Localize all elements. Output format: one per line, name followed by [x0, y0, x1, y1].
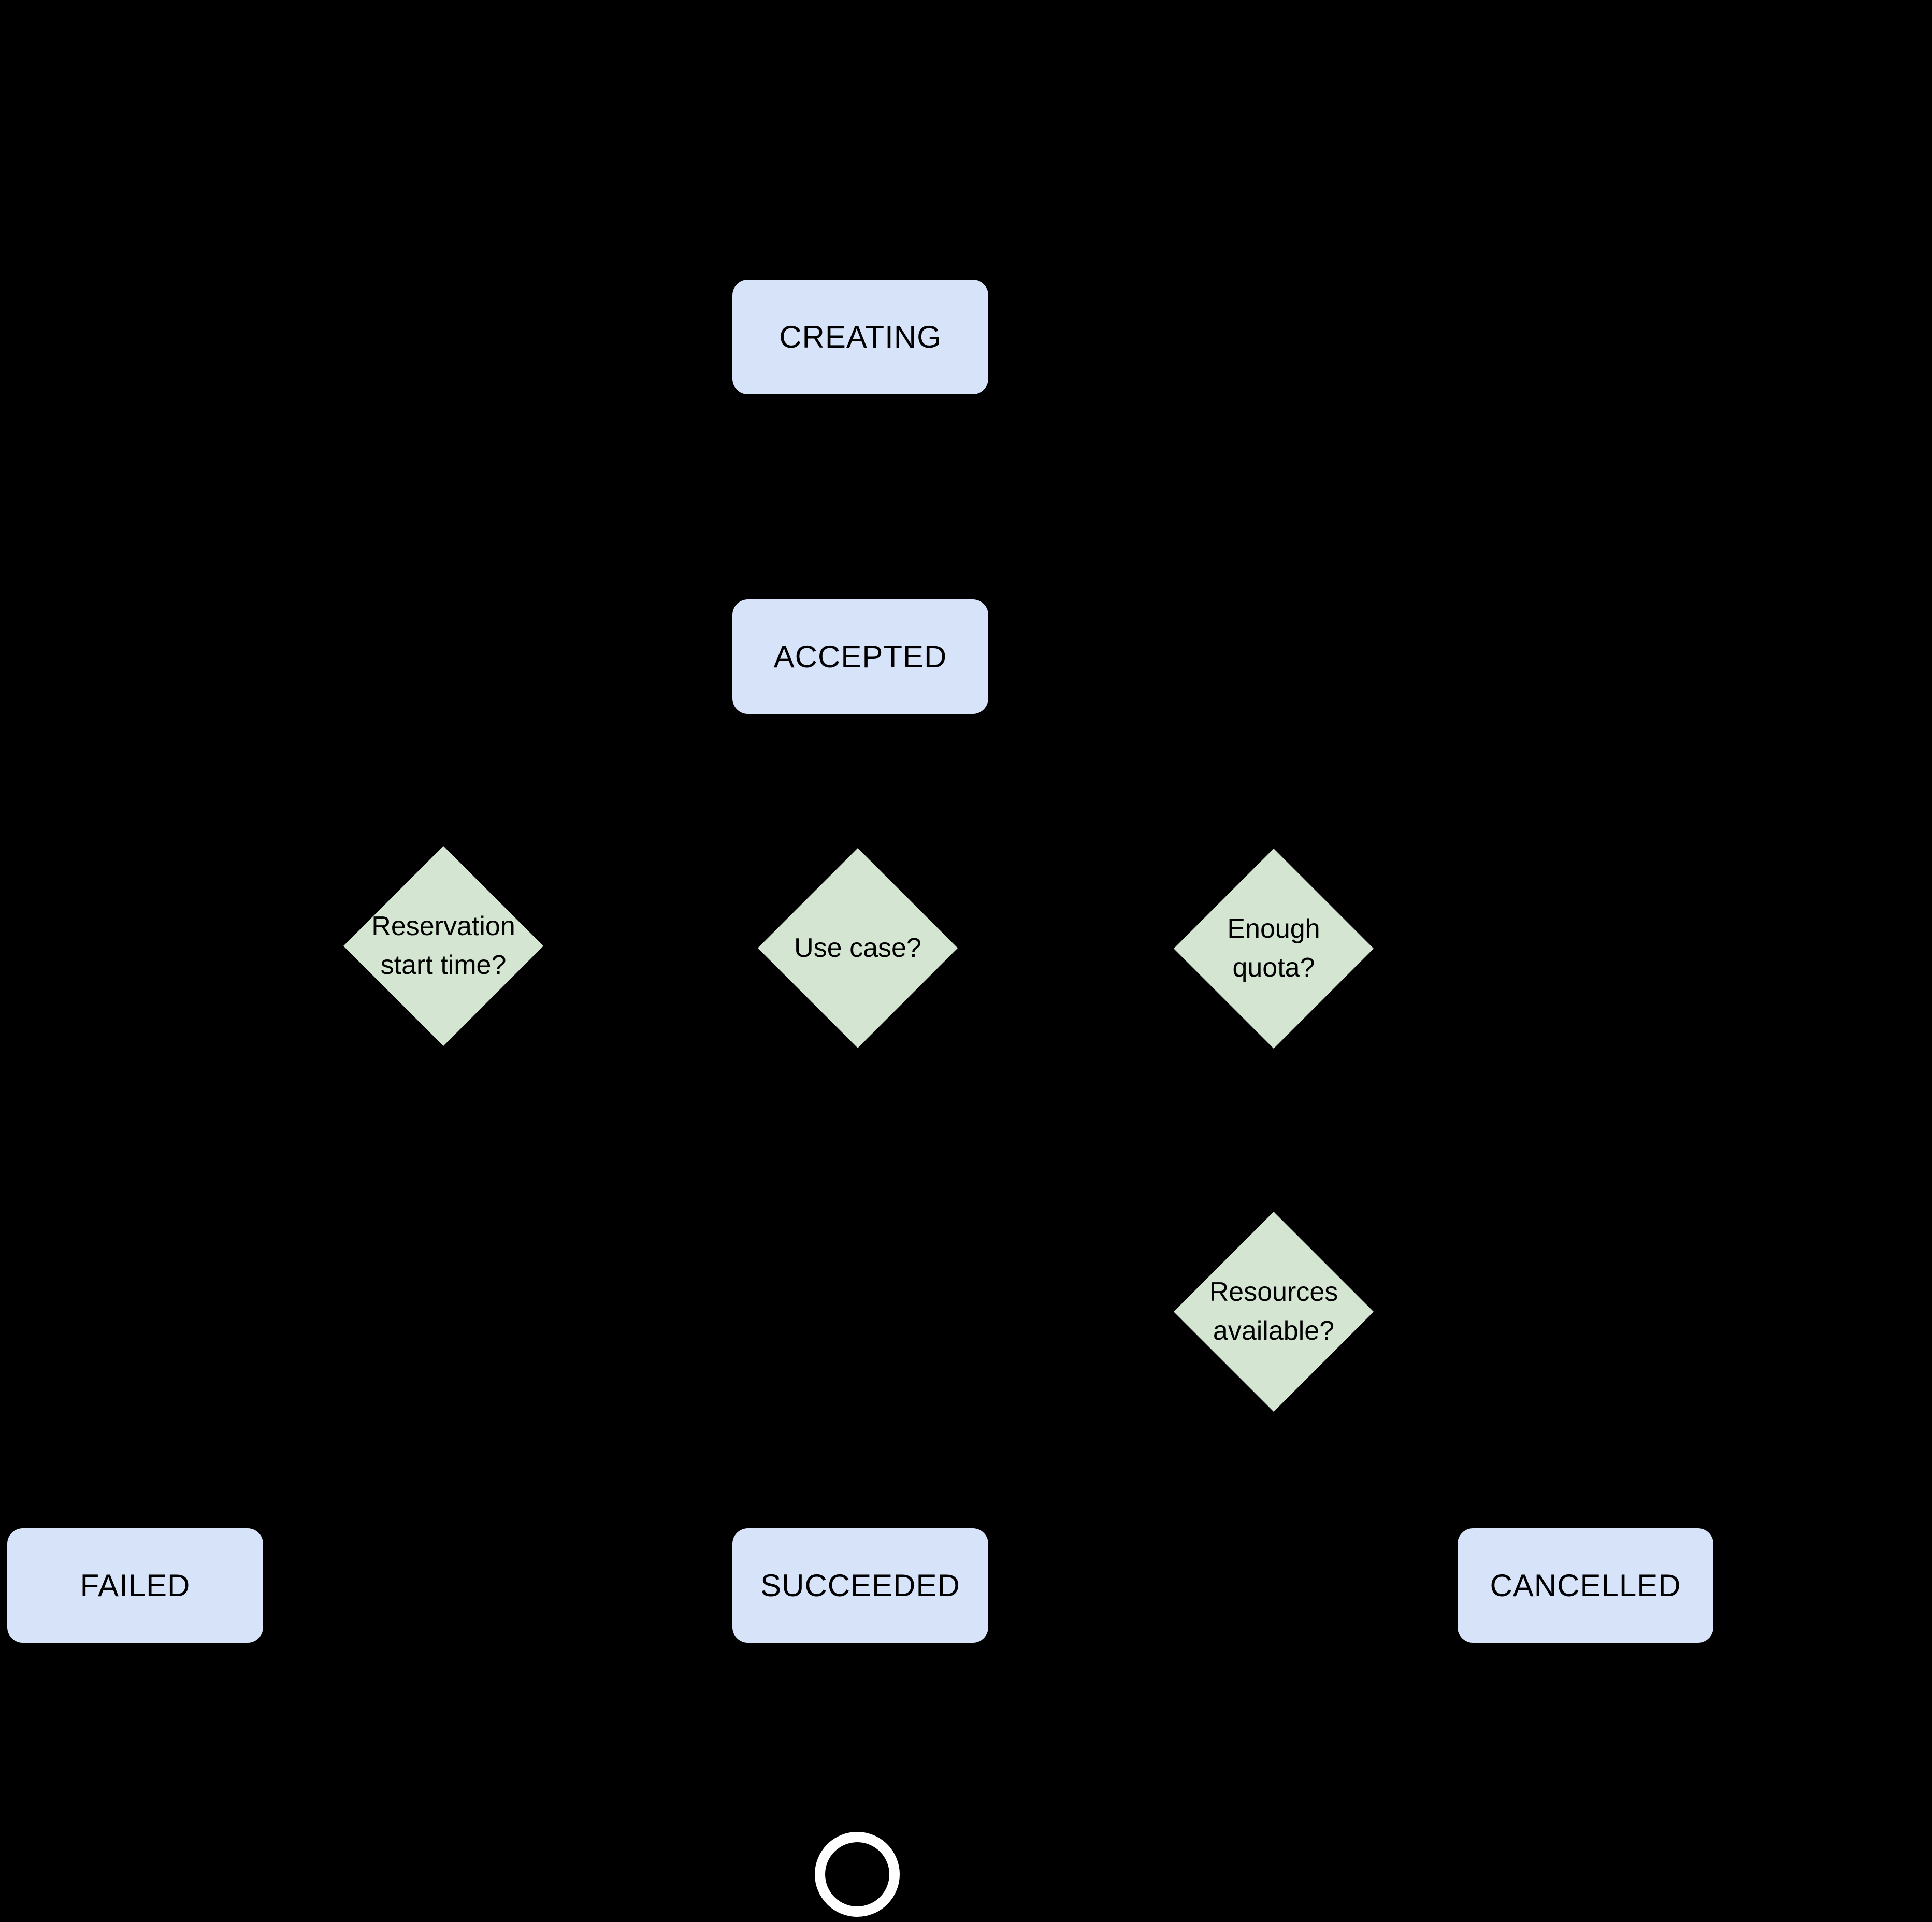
decision-label-use-case: Use case?: [794, 933, 921, 963]
decision-node-reservation-start-time: Reservation start time?: [343, 846, 543, 1046]
state-label-failed: FAILED: [80, 1568, 191, 1603]
state-label-creating: CREATING: [779, 320, 942, 354]
state-node-cancelled: CANCELLED: [1458, 1528, 1713, 1643]
state-label-succeeded: SUCCEEDED: [760, 1568, 960, 1603]
state-node-succeeded: SUCCEEDED: [732, 1528, 988, 1643]
end-state-circle-icon: [815, 1832, 900, 1917]
decision-label-reservation-start-time: Reservation start time?: [371, 911, 515, 980]
state-node-creating: CREATING: [732, 280, 988, 394]
decision-node-use-case: Use case?: [758, 848, 958, 1048]
state-node-accepted: ACCEPTED: [732, 599, 988, 714]
decision-node-enough-quota: Enough quota?: [1174, 849, 1374, 1049]
state-label-cancelled: CANCELLED: [1490, 1568, 1681, 1603]
decision-label-resources-available: Resources available?: [1209, 1277, 1338, 1346]
decision-label-enough-quota: Enough quota?: [1227, 914, 1320, 983]
decision-node-resources-available: Resources available?: [1174, 1212, 1374, 1412]
state-node-failed: FAILED: [7, 1528, 263, 1643]
state-label-accepted: ACCEPTED: [773, 639, 947, 674]
